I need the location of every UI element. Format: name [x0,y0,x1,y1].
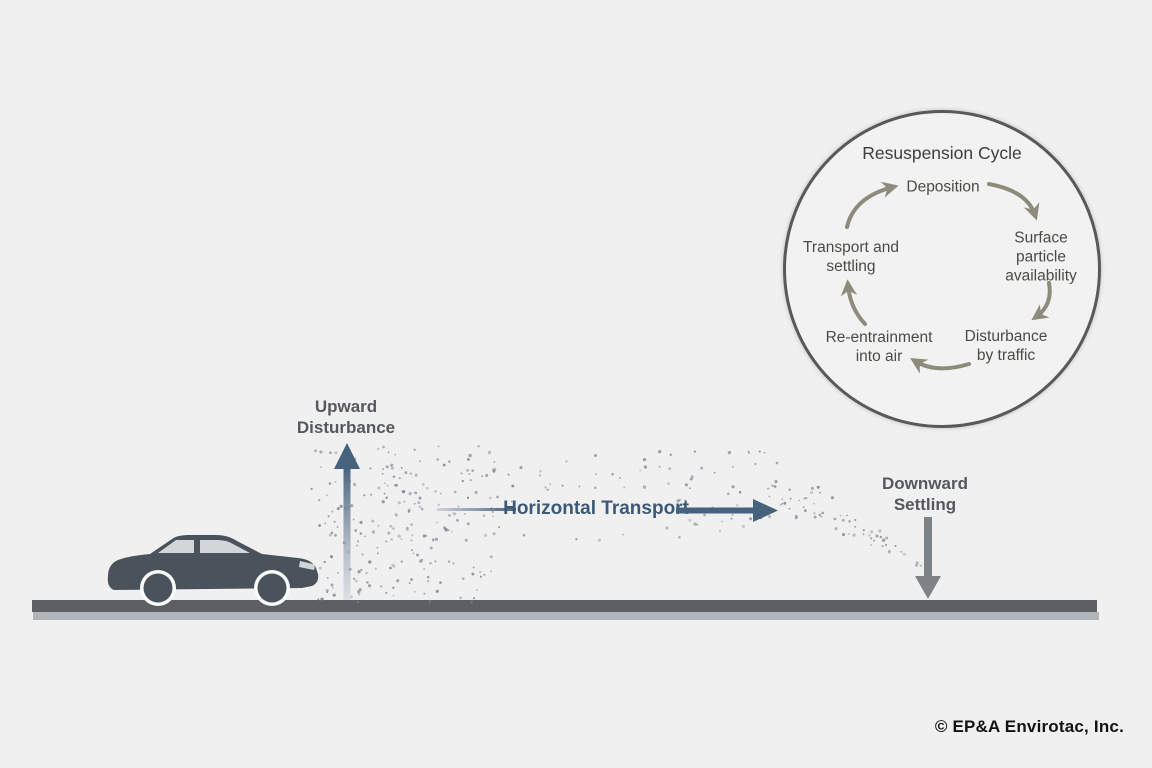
cycle-arrow-deposition-to-surface [987,182,1040,221]
upward-disturbance-label: Upward Disturbance [296,397,396,437]
resuspension-cycle-panel: Resuspension Cycle Deposition Surface pa… [783,110,1101,428]
car-rear-window [158,540,194,553]
horizontal-transport-leader-line [437,508,516,511]
copyright-text: © EP&A Envirotac, Inc. [934,717,1124,736]
car-front-window [200,540,250,553]
car-headlight [299,561,315,570]
cycle-arrows-icon [840,181,1052,374]
cycle-arrow-reentrainment-to-transport [840,279,867,326]
road-base [33,612,1099,620]
cycle-stage-transport-and-settling: Transport and settling [803,239,899,275]
car-front-wheel [257,573,287,603]
cycle-arrow-disturbance-to-reentrainment [910,357,971,374]
car-rear-wheel [143,573,173,603]
horizontal-transport-label: Horizontal Transport [503,498,689,519]
cycle-arrow-surface-to-disturbance [1031,281,1052,321]
upward-arrow-icon [334,443,360,600]
car-icon [107,535,319,606]
cycle-arrow-transport-to-deposition [845,181,899,229]
cycle-title: Resuspension Cycle [862,143,1022,163]
cycle-stage-disturbance-by-traffic: Disturbance by traffic [964,328,1048,364]
road-surface [32,600,1097,612]
downward-settling-label: Downward Settling [882,474,968,514]
cycle-stage-deposition: Deposition [906,178,980,196]
horizontal-arrow-icon [676,499,778,522]
cycle-stage-surface-particle-availability: Surface particle availability [1005,229,1077,285]
cycle-stage-reentrainment-into-air: Re-entrainment into air [825,329,933,365]
downward-arrow-icon [915,517,941,599]
